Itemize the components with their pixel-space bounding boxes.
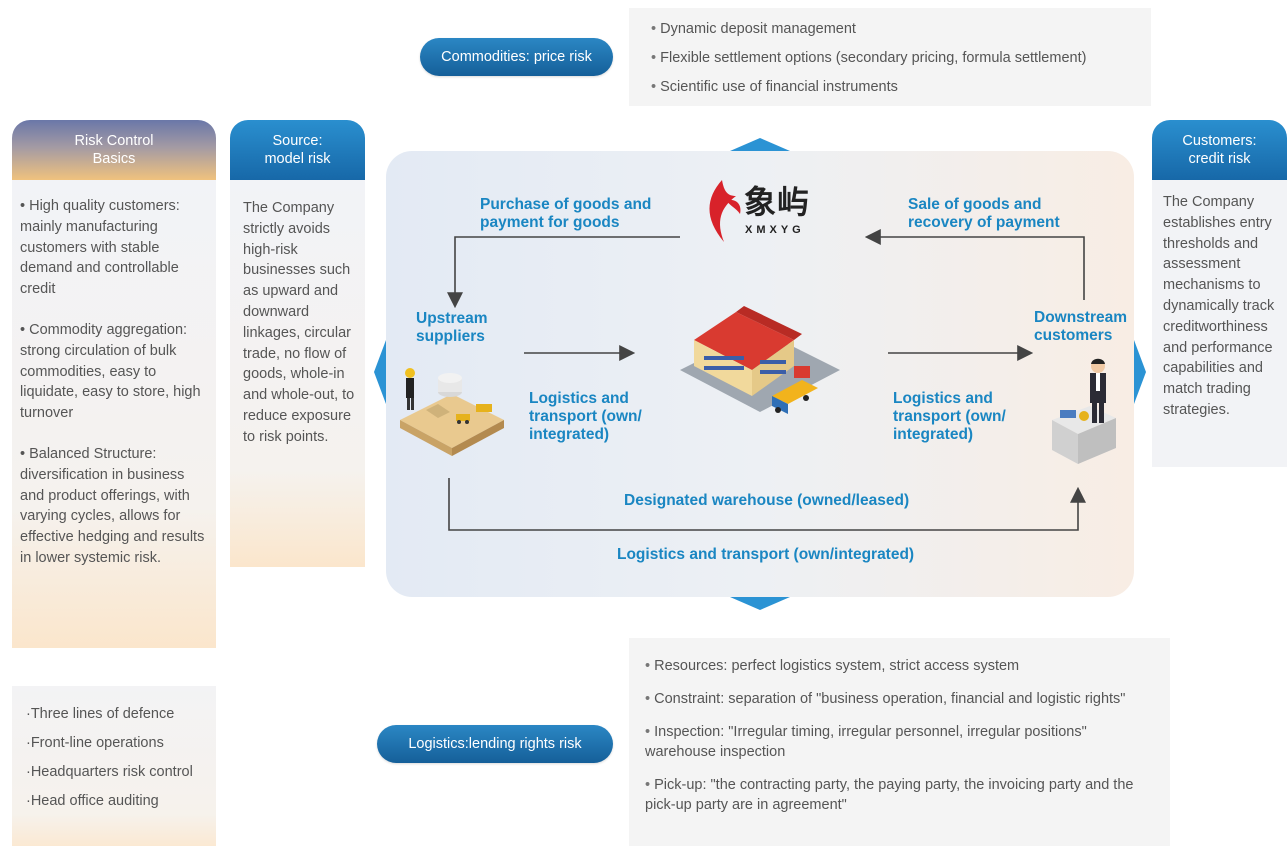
sale-line: recovery of payment [908,214,1060,231]
logistics-bullet: Constraint: separation of "business oper… [645,689,1152,709]
defence-item: ·Head office auditing [26,793,159,809]
basics-column [12,180,216,648]
defence-item: ·Headquarters risk control [26,764,193,780]
sale-label: Sale of goods and recovery of payment [908,196,1060,232]
bottom-loop-arrow [448,478,1086,531]
logistics-bullet: Inspection: "Irregular timing, irregular… [645,722,1152,762]
sale-line: Sale of goods and [908,196,1042,213]
xmxyg-logo: 象屿 XMXYG [702,178,822,248]
left-pointer [374,340,386,404]
basics-title: Basics [92,151,136,167]
upstream-label: Upstream suppliers [416,310,488,346]
xmxyg-flame-icon [709,180,741,242]
logistics-box: Resources: perfect logistics system, str… [629,638,1170,846]
upstream-line: suppliers [416,328,485,345]
defence-item: ·Three lines of defence [26,706,175,722]
downstream-businessman-illustration [1052,358,1116,464]
logo-english: XMXYG [745,224,805,236]
logistics-right-line: Logistics and [893,390,993,407]
logistics-left-label: Logistics and transport (own/ integrated… [529,390,642,444]
purchase-label: Purchase of goods and payment for goods [480,196,651,232]
source-body: The Company strictly avoids high-risk bu… [243,200,355,445]
warehouse-label: Designated warehouse (owned/leased) [624,492,910,509]
logistics-bullet: Pick-up: "the contracting party, the pay… [645,775,1152,815]
logistics-right-line: integrated) [893,426,974,443]
commodities-bullet: Scientific use of financial instruments [651,77,1151,97]
right-pointer [1134,340,1146,404]
source-column [230,180,365,567]
logistics-bullet: Resources: perfect logistics system, str… [645,656,1152,676]
basics-item: • Balanced Structure: diversification in… [20,445,205,566]
basics-item: • Commodity aggregation: strong circulat… [20,321,201,422]
logistics-left-line: transport (own/ [529,408,642,425]
purchase-arrow [447,236,680,309]
sale-arrow [864,229,1085,300]
customers-title: credit risk [1188,151,1251,167]
source-title: model risk [264,151,331,167]
purchase-line: payment for goods [480,214,620,231]
commodities-bullet: Dynamic deposit management [651,19,1151,39]
upstream-line: Upstream [416,310,488,327]
downstream-line: customers [1034,327,1113,344]
source-header: Source: model risk [230,120,365,180]
commodities-box: Dynamic deposit management Flexible sett… [629,8,1151,106]
bottom-pointer [730,597,790,610]
customers-column [1152,180,1287,467]
logistics-right-line: transport (own/ [893,408,1006,425]
basics-header: Risk Control Basics [12,120,216,180]
logo-chinese: 象屿 [744,184,811,220]
logistics-lending-risk-pill: Logistics:lending rights risk [377,725,613,763]
downstream-line: Downstream [1034,309,1128,326]
basics-title: Risk Control [74,133,154,149]
source-title: Source: [272,133,323,149]
upstream-mine-illustration [400,368,504,456]
bottom-logistics-label: Logistics and transport (own/integrated) [617,546,915,563]
basics-body: • High quality customers: mainly manufac… [20,196,210,569]
defence-box: ·Three lines of defence ·Front-line oper… [12,686,216,846]
commodities-price-risk-pill: Commodities: price risk [420,38,613,76]
customers-body: The Company establishes entry thresholds… [1163,194,1275,418]
logistics-label: Logistics:lending rights risk [408,736,582,752]
top-pointer [730,138,790,151]
commodities-bullet: Flexible settlement options (secondary p… [651,48,1151,68]
customers-title: Customers: [1182,133,1257,149]
warehouse-illustration [680,306,840,414]
logistics-left-line: Logistics and [529,390,629,407]
basics-item: • High quality customers: mainly manufac… [20,198,180,298]
logistics-right-label: Logistics and transport (own/ integrated… [893,390,1006,444]
downstream-label: Downstream customers [1034,309,1127,345]
purchase-line: Purchase of goods and [480,196,652,213]
logistics-left-line: integrated) [529,426,610,443]
defence-item: ·Front-line operations [26,735,164,751]
commodities-label: Commodities: price risk [441,49,592,65]
customers-header: Customers: credit risk [1152,120,1287,180]
